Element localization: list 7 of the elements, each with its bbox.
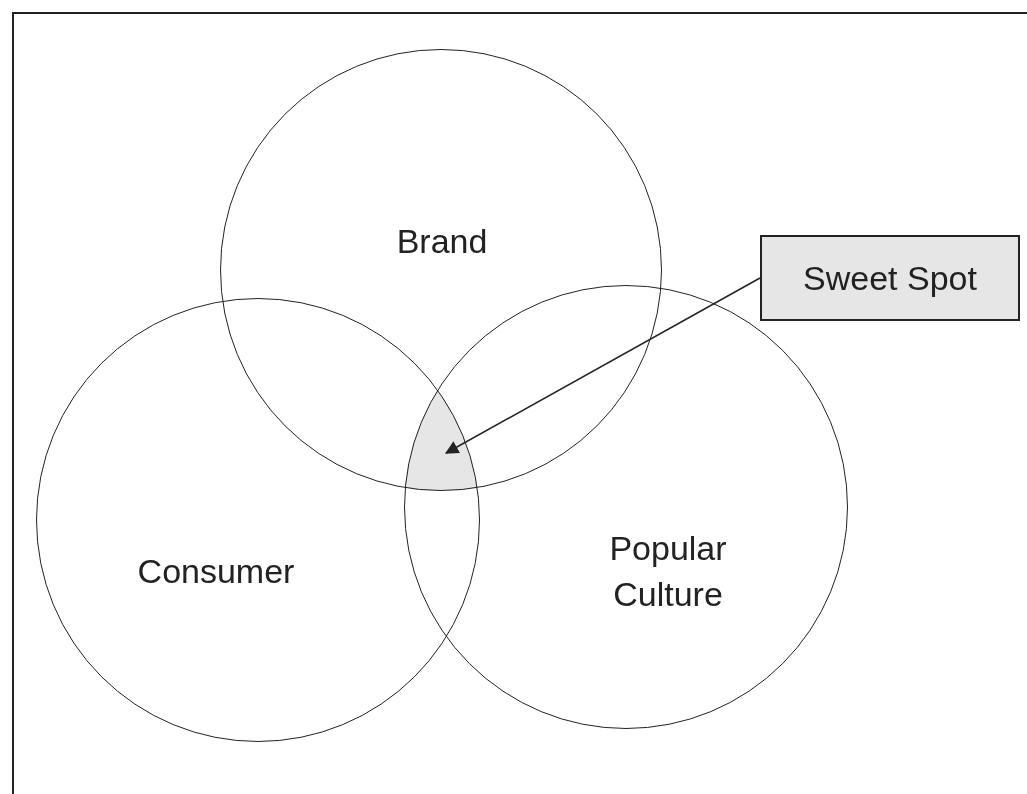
circle-label: Consumer [136, 551, 296, 592]
circle-label: Popular Culture [608, 528, 728, 615]
leader-arrow [444, 277, 761, 454]
callout-label: Sweet Spot [803, 258, 977, 298]
overlap-region [404, 390, 478, 491]
callout-box [760, 235, 1020, 321]
circle-label: Brand [395, 221, 489, 262]
